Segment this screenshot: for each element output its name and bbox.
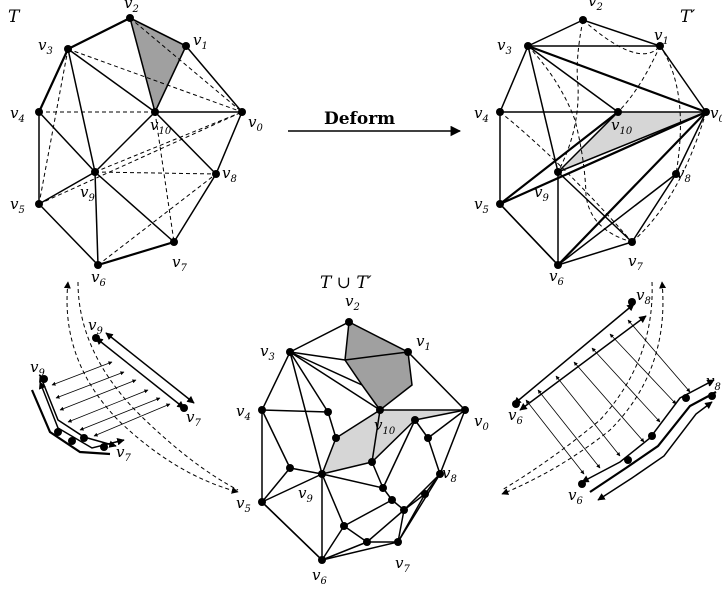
label-T-v9: v9 xyxy=(80,183,95,204)
deform-label: Deform xyxy=(324,109,395,129)
vertices-union xyxy=(258,318,469,564)
label-R-v8-top: v8 xyxy=(636,286,651,307)
label-L-v9-bottom: v9 xyxy=(30,358,45,379)
label-U-v9: v9 xyxy=(298,484,313,505)
title-T: T xyxy=(8,7,21,27)
labels-T-prime: v0 v1 v2 v3 v4 v5 v6 v7 v8 v9 v10 xyxy=(474,0,722,288)
vertices-T-prime xyxy=(496,16,710,269)
label-U-v6: v6 xyxy=(312,566,327,587)
panel-union: T ∪ T′ v0 v1 v2 v3 v4 v5 v6 v7 v8 v9 v10 xyxy=(236,273,489,587)
label-T-v2: v2 xyxy=(124,0,139,15)
label-U-v5: v5 xyxy=(236,494,251,515)
label-T-v4: v4 xyxy=(10,104,25,125)
panel-T-prime: T′ v0 v1 v2 v3 v4 v5 v6 v7 v8 v9 v10 xyxy=(474,0,722,288)
dashed-edges-T-prime xyxy=(499,19,707,243)
shaded-face-T xyxy=(130,18,186,112)
label-U-v8: v8 xyxy=(442,464,457,485)
label-Tp-v0: v0 xyxy=(710,104,722,125)
label-U-v1: v1 xyxy=(416,332,431,353)
label-L-v7-top: v7 xyxy=(186,408,201,429)
label-U-v4: v4 xyxy=(236,402,251,423)
label-T-v0: v0 xyxy=(248,113,263,134)
label-Tp-v3: v3 xyxy=(497,36,512,57)
label-U-v7: v7 xyxy=(395,554,410,575)
title-T-prime: T′ xyxy=(680,7,695,27)
right-detail: v8 v8 v6 v6 xyxy=(501,281,721,507)
label-U-v3: v3 xyxy=(260,342,275,363)
label-T-v5: v5 xyxy=(10,195,25,216)
shaded-face-union-light xyxy=(322,410,465,474)
label-Tp-v5: v5 xyxy=(474,195,489,216)
left-detail: v9 v9 v7 v7 xyxy=(30,281,239,494)
label-L-v7-bottom: v7 xyxy=(116,443,131,464)
label-Tp-v8: v8 xyxy=(676,164,691,185)
deform-arrow: Deform xyxy=(288,109,462,137)
label-Tp-v6: v6 xyxy=(549,267,564,288)
vertices-T xyxy=(35,14,246,269)
title-union: T ∪ T′ xyxy=(320,273,372,293)
solid-edges-T-prime xyxy=(499,19,707,266)
solid-edges-union xyxy=(261,321,466,561)
label-Tp-v1: v1 xyxy=(654,26,669,47)
right-detail-arrows xyxy=(525,319,691,475)
label-Tp-v7: v7 xyxy=(628,252,643,273)
label-T-v7: v7 xyxy=(172,253,187,274)
label-L-v9-top: v9 xyxy=(88,316,103,337)
label-R-v8-right: v8 xyxy=(706,372,721,393)
label-R-v6-bottom: v6 xyxy=(568,486,583,507)
panel-T: T v0 v1 v2 v3 v4 v5 v6 v7 v8 v9 v10 xyxy=(8,0,263,289)
label-T-v10: v10 xyxy=(150,116,172,137)
left-detail-arrows xyxy=(51,361,171,437)
shaded-face-union-dark xyxy=(345,322,412,410)
label-Tp-v4: v4 xyxy=(474,104,489,125)
label-Tp-v9: v9 xyxy=(534,183,549,204)
label-U-v0: v0 xyxy=(474,412,489,433)
label-T-v8: v8 xyxy=(222,164,237,185)
label-T-v6: v6 xyxy=(91,268,106,289)
label-T-v3: v3 xyxy=(38,36,53,57)
label-U-v2: v2 xyxy=(345,292,360,313)
label-T-v1: v1 xyxy=(193,31,208,52)
label-Tp-v2: v2 xyxy=(588,0,603,13)
solid-edges-T xyxy=(38,17,243,267)
